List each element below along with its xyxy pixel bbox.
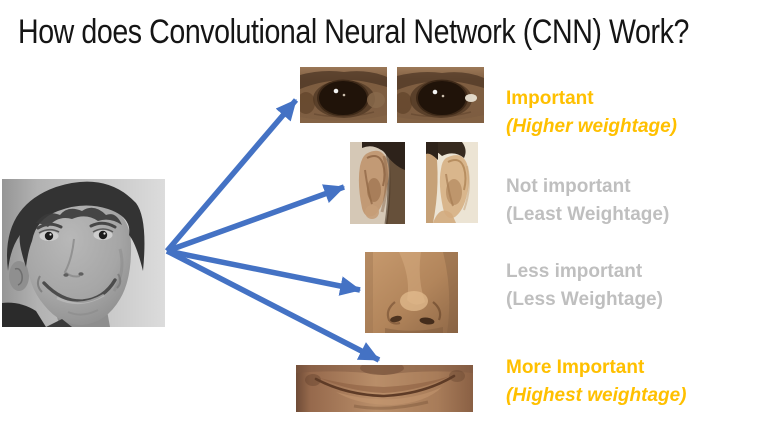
label-eyes-importance: Important — [506, 88, 594, 109]
label-mouth: More Important (Highest weightage) — [506, 354, 687, 410]
label-ears-importance: Not important — [506, 176, 631, 197]
mouth-photo-graphic — [296, 365, 473, 412]
label-mouth-weightage: (Highest weightage) — [506, 385, 687, 406]
face-photo — [2, 179, 165, 327]
label-mouth-importance: More Important — [506, 357, 645, 378]
label-ears: Not important (Least Weightage) — [506, 173, 669, 229]
slide-title: How does Convolutional Neural Network (C… — [18, 13, 689, 51]
arrow-to-mouth — [165, 248, 381, 363]
face-photo-graphic — [2, 179, 165, 327]
ear-left-photo-graphic — [350, 142, 405, 224]
nose-photo — [365, 252, 458, 333]
eye-right-photo — [397, 67, 484, 123]
label-eyes: Important (Higher weightage) — [506, 85, 677, 141]
ear-left-photo — [350, 142, 405, 224]
label-ears-weightage: (Least Weightage) — [506, 204, 670, 225]
arrow-to-ears — [166, 184, 346, 254]
label-nose-importance: Less important — [506, 261, 643, 282]
eye-left-photo — [300, 67, 387, 123]
label-nose-weightage: (Less Weightage) — [506, 289, 663, 310]
arrow-to-eyes — [164, 98, 299, 253]
nose-photo-graphic — [365, 252, 458, 333]
eye-left-photo-graphic — [300, 67, 387, 123]
ear-right-photo — [426, 142, 478, 223]
mouth-photo — [296, 365, 473, 412]
ear-right-photo-graphic — [426, 142, 478, 223]
label-nose: Less important (Less Weightage) — [506, 258, 663, 314]
arrow-to-nose — [166, 248, 362, 296]
label-eyes-weightage: (Higher weightage) — [506, 116, 678, 137]
eye-right-photo-graphic — [397, 67, 484, 123]
